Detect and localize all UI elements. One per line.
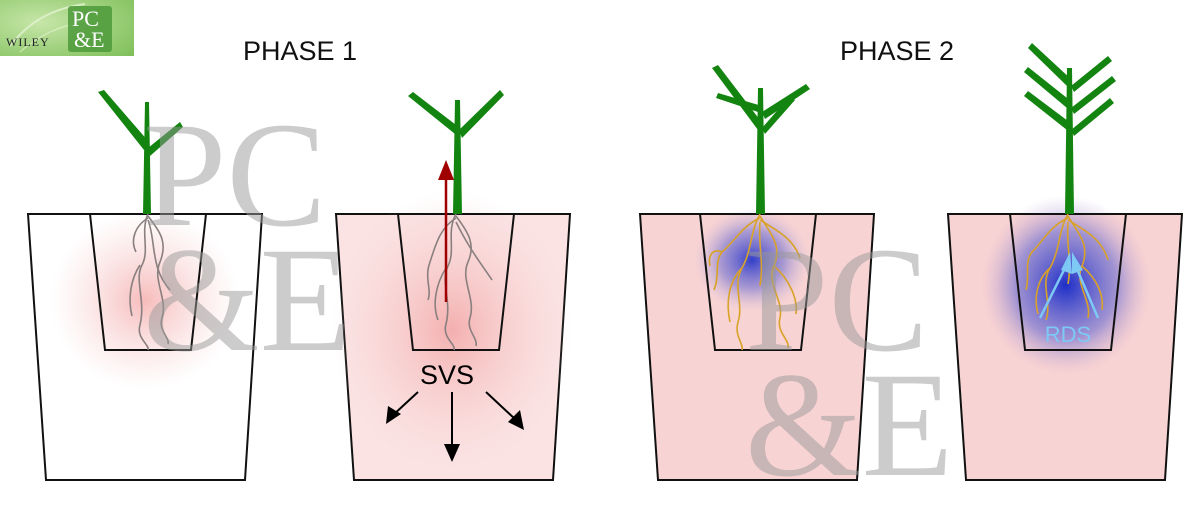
pot-1-inner <box>88 213 208 351</box>
pot-2-inner <box>396 213 516 351</box>
pot-1-shoot <box>98 90 183 214</box>
pot-4-shoot <box>1024 43 1116 214</box>
publisher-logo: WILEY PC &E <box>0 0 134 56</box>
pot-1 <box>26 90 264 481</box>
phase-1-title: PHASE 1 <box>243 36 357 66</box>
logo-mark-top: PC <box>72 6 99 31</box>
pot-3-inner <box>698 213 818 351</box>
logo-publisher-text: WILEY <box>6 35 50 49</box>
svs-arrowheads <box>386 406 524 462</box>
rds-label: RDS <box>1045 322 1091 347</box>
pot-4: RDS <box>946 43 1184 481</box>
pot-2-soil-glow <box>332 190 572 470</box>
pot-3 <box>638 65 876 481</box>
rds-arrowheads <box>1061 252 1083 274</box>
watermark-left-top: PC <box>143 92 326 258</box>
pot-1-roots <box>129 213 171 351</box>
logo-mark-badge <box>68 6 112 52</box>
watermark-right-top: PC <box>745 217 928 383</box>
pot-4-inner <box>1008 213 1128 351</box>
root-signal-arrow <box>438 160 454 302</box>
phase-2-title: PHASE 2 <box>840 36 954 66</box>
watermark-right-bottom: &E <box>745 342 953 508</box>
svs-label: SVS <box>420 360 474 390</box>
pot-3-shoot <box>712 65 810 214</box>
pot-2: SVS <box>332 90 572 481</box>
watermark-right: PC &E <box>745 217 953 508</box>
pot-2-shoot <box>408 90 504 214</box>
logo-mark-bottom: &E <box>74 27 105 52</box>
watermark-left: PC &E <box>143 92 351 383</box>
watermark-left-bottom: &E <box>143 217 351 383</box>
pot-3-roots <box>708 213 801 351</box>
